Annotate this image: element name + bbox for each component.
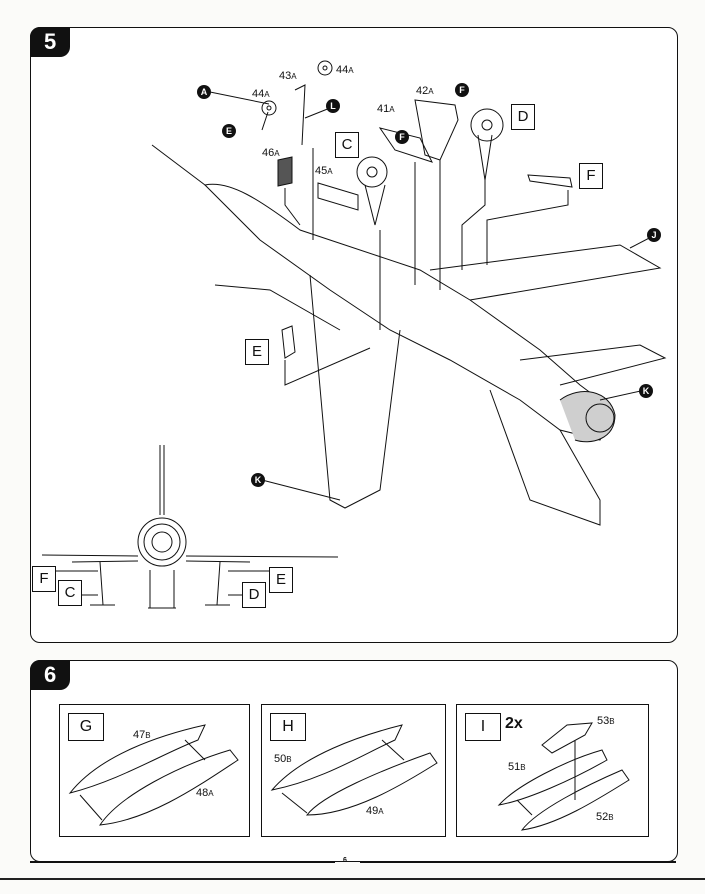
pitot-probe — [151, 144, 206, 186]
page-edge — [0, 878, 705, 880]
subassembly-box-e: E — [245, 339, 269, 365]
part-label: 51B — [508, 761, 526, 773]
part-f-door — [527, 174, 573, 188]
callout-k: K — [639, 384, 653, 398]
part-label-42a: 42A — [416, 85, 434, 97]
subassembly-i: I 2x 53B 51B 52B — [456, 704, 649, 837]
part-label: 52B — [596, 811, 614, 823]
callout-e: E — [222, 124, 236, 138]
exhaust-nozzle — [559, 391, 616, 443]
footer-rule — [30, 861, 335, 863]
front-view-box-c: C — [58, 580, 82, 606]
callout-k: K — [251, 473, 265, 487]
footer-rule — [360, 861, 676, 863]
part-label: 49A — [366, 805, 384, 817]
subassembly-box-d: D — [511, 104, 535, 130]
part-label: 50B — [274, 753, 292, 765]
callout-a: A — [197, 85, 211, 99]
callout-f: F — [395, 130, 409, 144]
subassembly-h: H 50B 49A — [261, 704, 446, 837]
part-e-door — [281, 325, 296, 359]
part-label: 53B — [597, 715, 615, 727]
left-wing — [309, 274, 401, 509]
part-44a-left — [261, 100, 277, 116]
part-43a-gear-leg — [294, 84, 306, 146]
step-number: 5 — [30, 27, 71, 57]
part-label: 47B — [133, 729, 151, 741]
part-45a — [317, 182, 359, 211]
quantity-multiplier: 2x — [505, 715, 523, 732]
callout-l: L — [326, 99, 340, 113]
callout-j: J — [647, 228, 661, 242]
page-number: 6 — [343, 857, 347, 864]
main-wheel-d — [470, 108, 504, 142]
callout-f: F — [455, 83, 469, 97]
part-label-41a: 41A — [377, 103, 395, 115]
step-number: 6 — [30, 660, 71, 690]
part-label: 48A — [196, 787, 214, 799]
subassembly-box-c: C — [335, 132, 359, 158]
ventral-fin — [489, 389, 601, 526]
fuel-tank-drawing — [270, 724, 438, 816]
subassembly-g: G 47B 48A — [59, 704, 250, 837]
front-view-box-f: F — [32, 566, 56, 592]
subassembly-label: I — [465, 713, 501, 741]
part-46a — [277, 156, 293, 187]
pod-drawing — [497, 722, 630, 831]
part-label-44a-top: 44A — [336, 64, 354, 76]
aircraft-fuselage — [203, 183, 611, 441]
part-label-44a-left: 44A — [252, 88, 270, 100]
front-view-aircraft — [41, 445, 339, 609]
front-view-box-d: D — [242, 582, 266, 608]
fuel-tank-drawing — [68, 724, 239, 826]
right-wing — [429, 244, 662, 301]
part-label-43a: 43A — [279, 70, 297, 82]
subassembly-label: H — [270, 713, 306, 741]
tailplane — [519, 344, 667, 386]
part-42a — [414, 99, 459, 161]
subassembly-label: G — [68, 713, 104, 741]
refuel-probe — [214, 284, 341, 331]
part-44a-top — [317, 60, 333, 76]
front-view-box-e: E — [269, 567, 293, 593]
part-label-46a: 46A — [262, 147, 280, 159]
nose-wheel-c — [356, 156, 388, 188]
part-label-45a: 45A — [315, 165, 333, 177]
subassembly-box-f: F — [579, 163, 603, 189]
